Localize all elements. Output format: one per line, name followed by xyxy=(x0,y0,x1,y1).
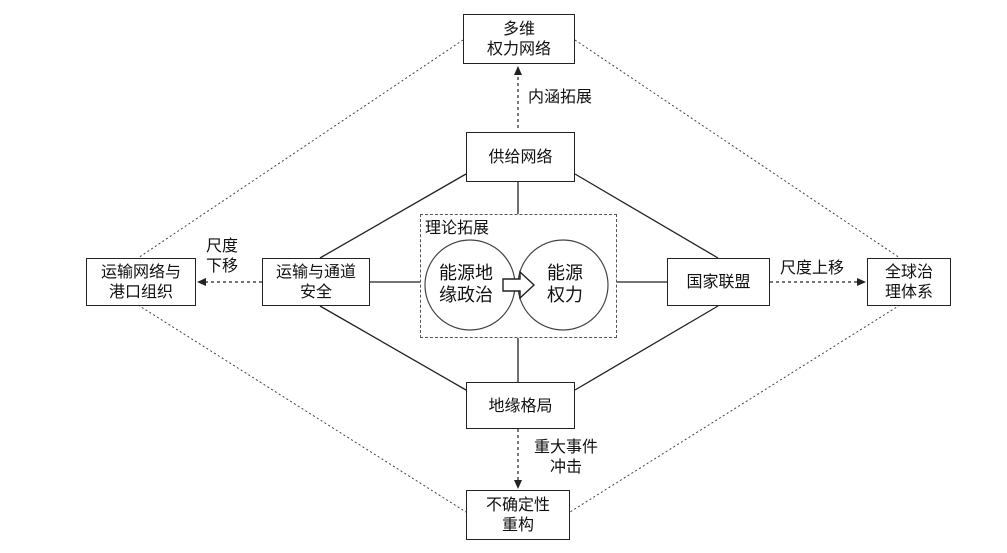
node-top-line-2: 权力网络 xyxy=(486,39,551,58)
node-left-inner-line-1: 运输与通道 xyxy=(275,262,356,281)
node-global-governance-system: 全球治 理体系 xyxy=(867,258,951,306)
circle-energy-power-label: 能源 权力 xyxy=(538,263,592,307)
node-geo-line-1: 地缘格局 xyxy=(488,395,553,415)
node-right-outer-line-1: 全球治 xyxy=(884,262,933,281)
edge-left-outer-to-bottom xyxy=(137,304,467,513)
node-right-outer-line-2: 理体系 xyxy=(884,282,933,301)
node-transport-channel-security: 运输与通道 安全 xyxy=(262,258,370,306)
node-supply-network: 供给网络 xyxy=(466,132,575,182)
edge-left-inner-to-geo xyxy=(319,305,467,391)
theory-frame xyxy=(420,214,617,338)
node-left-outer-line-2: 港口组织 xyxy=(108,282,173,301)
node-geopolitical-pattern: 地缘格局 xyxy=(466,382,575,429)
edge-label-scale-down-line-2: 下移 xyxy=(206,256,239,275)
node-left-inner-line-2: 安全 xyxy=(299,282,332,301)
node-transport-port-organization: 运输网络与 港口组织 xyxy=(86,258,196,306)
node-right-inner-line-1: 国家联盟 xyxy=(686,272,751,291)
dashed-arrows xyxy=(197,66,866,489)
edge-supply-to-left-inner xyxy=(319,173,467,259)
circle-energy-geopolitics-label: 能源地 缘政治 xyxy=(426,263,506,307)
edge-label-major-event-line-1: 重大事件 xyxy=(533,437,598,456)
inner-diamond xyxy=(319,173,719,391)
node-top-line-1: 多维 xyxy=(502,19,535,38)
circle-energy-power-line-2: 权力 xyxy=(547,285,583,306)
edge-right-inner-to-geo xyxy=(574,305,719,391)
circle-energy-geopolitics-line-2: 缘政治 xyxy=(439,285,493,306)
node-multidimensional-power-network: 多维 权力网络 xyxy=(463,14,575,64)
theory-title: 理论拓展 xyxy=(425,218,490,237)
edge-label-scale-up: 尺度上移 xyxy=(780,258,845,277)
edge-label-connotation-expansion: 内涵拓展 xyxy=(528,87,593,106)
circle-energy-geopolitics-line-1: 能源地 xyxy=(439,263,493,284)
edge-top-to-right-outer xyxy=(574,39,901,259)
edge-right-outer-to-bottom xyxy=(569,304,901,513)
node-supply-line-1: 供给网络 xyxy=(488,147,553,166)
edge-supply-to-right-inner xyxy=(574,173,719,259)
outer-diamond xyxy=(137,39,901,513)
edge-label-scale-down: 尺度 下移 xyxy=(206,236,238,276)
circle-energy-power-line-1: 能源 xyxy=(547,263,583,284)
node-state-alliance: 国家联盟 xyxy=(667,258,770,306)
node-uncertainty-reconstruction: 不确定性 重构 xyxy=(466,490,570,540)
edge-label-major-event-line-2: 冲击 xyxy=(549,457,582,476)
node-bottom-line-1: 不确定性 xyxy=(485,495,550,514)
edge-label-scale-down-line-1: 尺度 xyxy=(206,236,239,255)
node-bottom-line-2: 重构 xyxy=(501,515,534,534)
hollow-arrow-icon xyxy=(502,270,536,300)
node-left-outer-line-1: 运输网络与 xyxy=(100,262,181,281)
edge-top-to-left-outer xyxy=(137,39,464,259)
edge-label-major-event-shock: 重大事件 冲击 xyxy=(526,437,606,477)
